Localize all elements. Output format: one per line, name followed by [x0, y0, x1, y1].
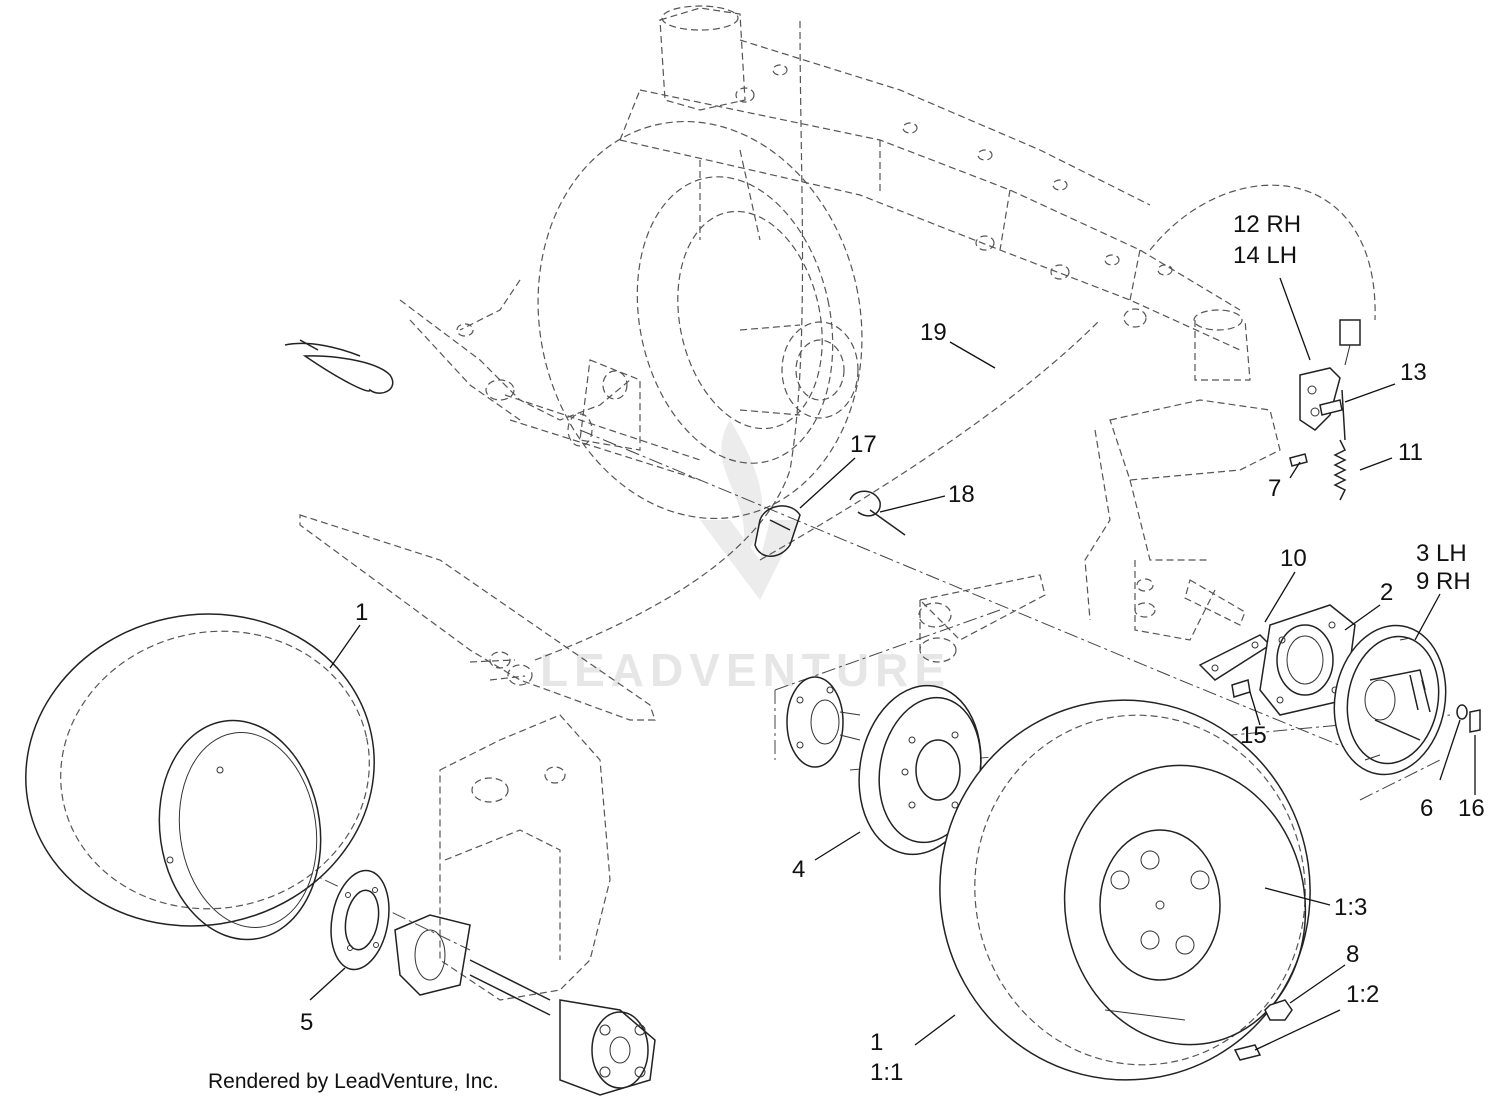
callout-10: 10	[1280, 545, 1307, 572]
callout-14-lh: 14 LH	[1233, 242, 1297, 269]
callout-8: 8	[1346, 941, 1359, 968]
callout-13: 13	[1400, 359, 1427, 386]
part-4-brake-drum	[858, 684, 982, 856]
part-3-9-brake-assembly	[1333, 624, 1447, 776]
part-8-lug-nut	[1264, 999, 1293, 1021]
upper-wheel-ghost	[537, 120, 863, 520]
callout-15: 15	[1240, 722, 1267, 749]
part-18-cable-tie	[849, 490, 906, 536]
callout-17: 17	[850, 431, 877, 458]
part-6-washer	[1456, 704, 1468, 720]
part-5-gasket	[330, 869, 390, 971]
watermark-text: LEADVENTURE	[540, 644, 951, 696]
part-1-wheel-left	[25, 613, 375, 941]
part-19-hairpin-clip	[284, 339, 394, 394]
callout-1-left: 1	[355, 599, 368, 626]
left-spindle-motor-ghost	[394, 714, 656, 1096]
callout-labels: 1 19 17 18 12 RH 14 LH 13 11 7 10 3 LH 9…	[300, 211, 1485, 1086]
leader-lines	[309, 277, 1476, 1051]
callout-2: 2	[1380, 579, 1393, 606]
hub-assembly-right	[786, 676, 861, 768]
callout-18: 18	[948, 481, 975, 508]
callout-3-lh: 3 LH	[1416, 540, 1467, 567]
watermark: LEADVENTURE	[540, 420, 951, 696]
callout-1-2: 1:2	[1346, 981, 1379, 1008]
part-1-2-valve-stem	[1233, 1044, 1262, 1061]
callout-7: 7	[1268, 475, 1281, 502]
callout-1-3: 1:3	[1334, 894, 1367, 921]
callout-6: 6	[1420, 795, 1433, 822]
callout-12-rh: 12 RH	[1233, 211, 1301, 238]
part-17-clevis-clip	[754, 505, 801, 557]
rendered-by-credit: Rendered by LeadVenture, Inc.	[208, 1070, 499, 1093]
callout-5: 5	[300, 1009, 313, 1036]
frame-assembly-ghost	[299, 5, 1376, 721]
part-10-bracket-plate	[1198, 634, 1272, 681]
callout-19: 19	[920, 319, 947, 346]
callout-4: 4	[792, 856, 805, 883]
part-7-bolt	[1289, 453, 1308, 467]
part-13-bolt	[1319, 399, 1343, 416]
part-12-14-brake-bracket	[1299, 367, 1341, 431]
callout-1-1: 1:1	[870, 1059, 903, 1086]
callout-9-rh: 9 RH	[1416, 568, 1471, 595]
callout-11: 11	[1398, 439, 1423, 466]
part-1-wheel-right	[939, 699, 1311, 1081]
part-15-bolt	[1231, 679, 1251, 698]
callout-16: 16	[1458, 795, 1485, 822]
part-16-bolt	[1469, 709, 1481, 733]
callout-1-bottom: 1	[870, 1029, 883, 1056]
part-11-spring	[1333, 389, 1347, 501]
